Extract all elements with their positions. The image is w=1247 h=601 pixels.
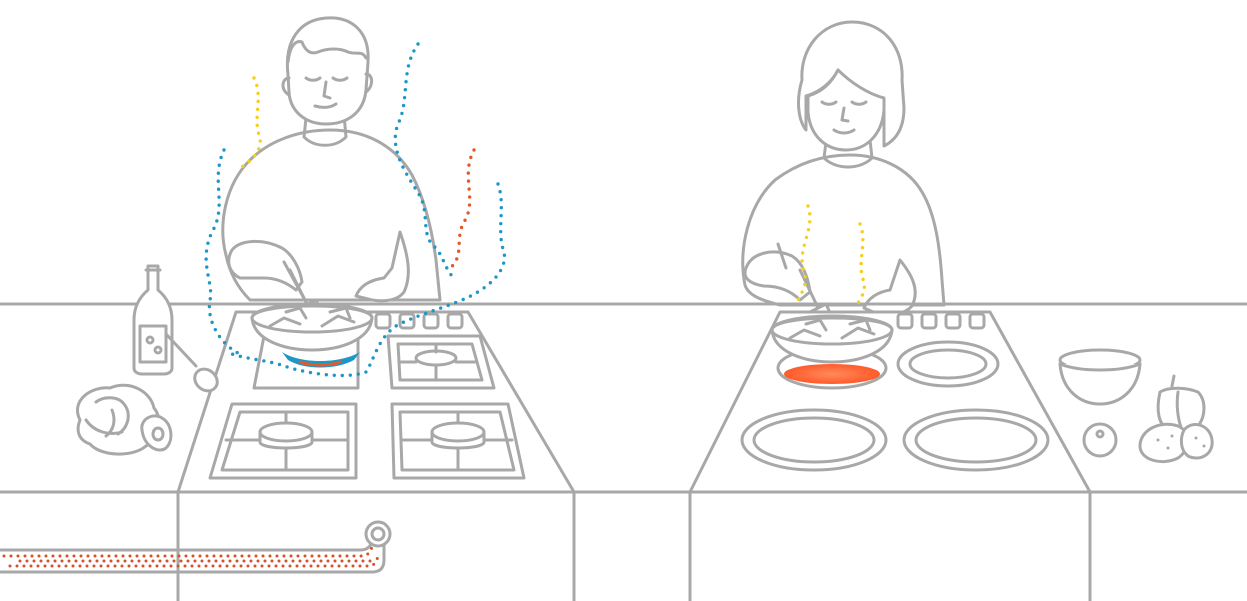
gas-burner-front-left	[208, 402, 358, 480]
oil-bottle-icon	[132, 264, 174, 376]
gas-burner-back-right	[386, 334, 496, 390]
spoon-icon	[164, 332, 219, 393]
gas-pipe-icon	[0, 520, 392, 574]
electric-cooktop-icon	[688, 310, 1092, 494]
electric-glow-icon	[784, 364, 880, 384]
woman-cook	[741, 20, 946, 336]
gas-burner-front-right	[390, 402, 526, 480]
man-cook	[221, 16, 442, 332]
woman-hair	[797, 20, 906, 148]
man-frying-pan	[250, 302, 374, 352]
avocado-icon	[140, 414, 173, 452]
potato-icon	[1138, 422, 1214, 463]
man-head	[285, 16, 370, 126]
woman-frying-pan	[770, 314, 894, 364]
gas-heat-dots	[204, 42, 507, 378]
gas-stove-icon	[176, 310, 576, 494]
woman-head	[806, 68, 886, 152]
bowl-icon	[1058, 348, 1142, 406]
tomato-icon	[1082, 422, 1118, 458]
electric-heat-dots	[796, 204, 867, 308]
